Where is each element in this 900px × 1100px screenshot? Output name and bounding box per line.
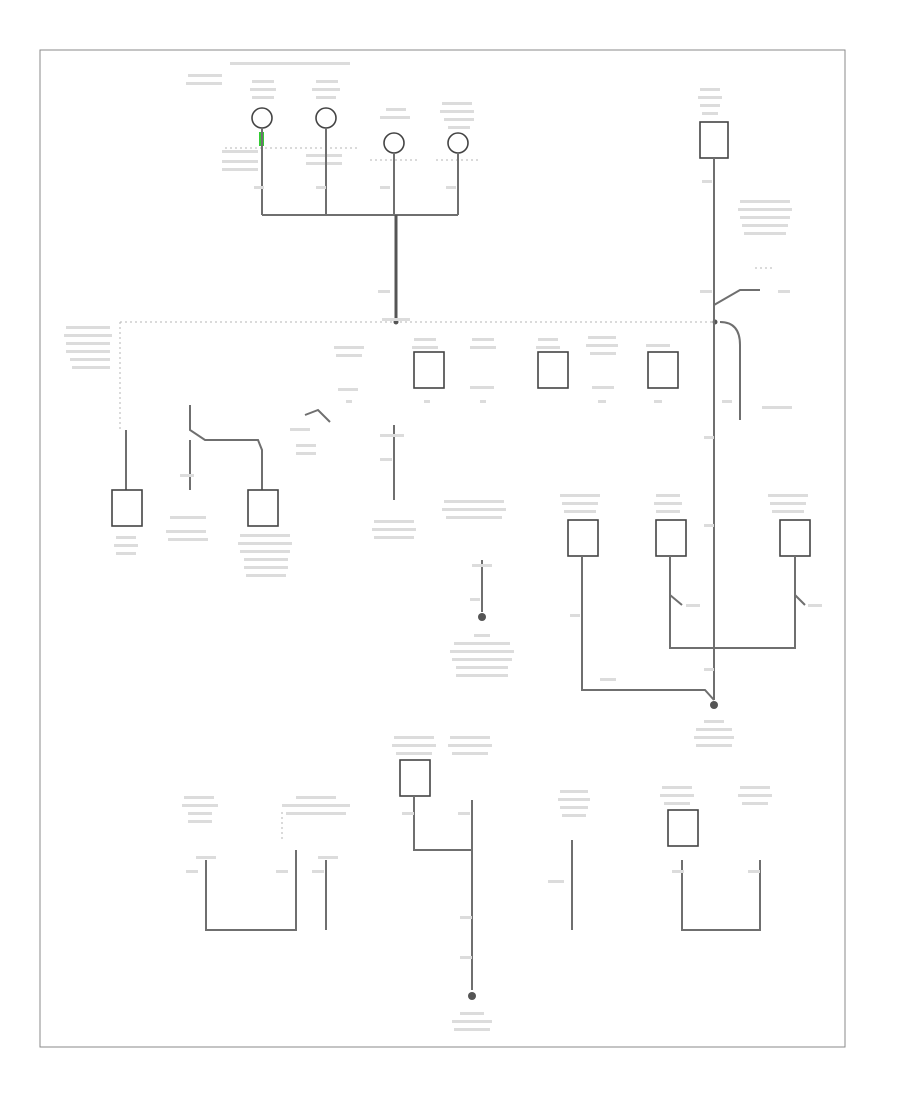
module-top-right bbox=[699, 121, 729, 159]
lamp-bulb-4 bbox=[447, 132, 469, 154]
module-bottom-1 bbox=[399, 759, 431, 797]
module-right-1 bbox=[567, 519, 599, 557]
bottom-row-group bbox=[182, 736, 772, 1031]
relay-1 bbox=[413, 351, 445, 389]
ground-point-bottom bbox=[468, 992, 476, 1000]
relay-3 bbox=[647, 351, 679, 389]
lamp-bulb-2 bbox=[315, 107, 337, 129]
top-lamp-group bbox=[186, 62, 480, 322]
right-trunk-group bbox=[698, 88, 792, 700]
middle-row-group bbox=[64, 322, 679, 577]
module-right-2 bbox=[655, 519, 687, 557]
relay-2 bbox=[537, 351, 569, 389]
lamp-bulb-3 bbox=[383, 132, 405, 154]
module-left-2 bbox=[247, 489, 279, 527]
right-lower-group bbox=[442, 494, 822, 747]
module-bottom-2 bbox=[667, 809, 699, 847]
diagram-border bbox=[39, 49, 846, 1048]
ground-point-right bbox=[710, 701, 718, 709]
module-left-1 bbox=[111, 489, 143, 527]
module-right-3 bbox=[779, 519, 811, 557]
lamp-bulb-1 bbox=[251, 107, 273, 129]
